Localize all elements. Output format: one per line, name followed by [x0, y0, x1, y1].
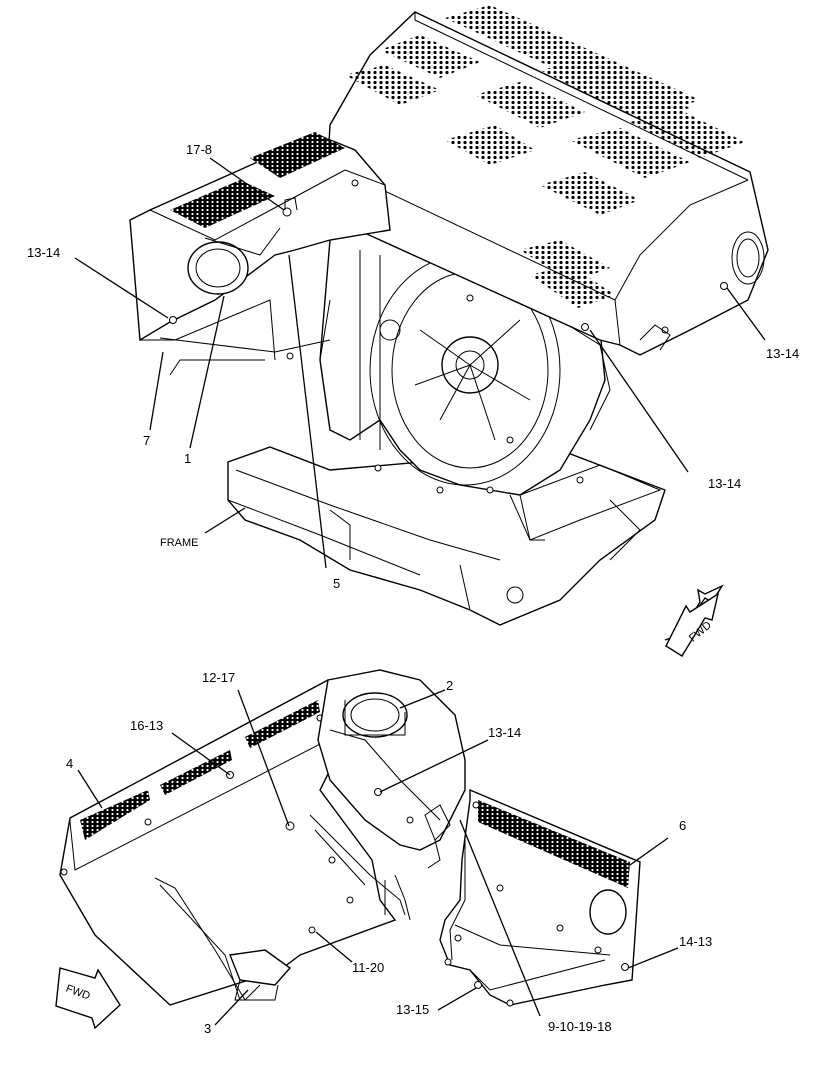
bottom-leaders — [77, 689, 679, 1026]
top-leaders — [74, 157, 766, 569]
callout-13-14-center: 13-14 — [708, 476, 741, 491]
callout-13-15: 13-15 — [396, 1002, 429, 1017]
intake-shroud — [129, 132, 391, 376]
callout-6: 6 — [679, 818, 686, 833]
top-assembly: FWD 17-8 13-14 13-14 13-14 7 1 5 FRAME — [27, 5, 799, 657]
callout-13-14-bottom: 13-14 — [488, 725, 521, 740]
callout-5: 5 — [333, 576, 340, 591]
callout-12-17: 12-17 — [202, 670, 235, 685]
callout-2: 2 — [446, 678, 453, 693]
callout-13-14-right: 13-14 — [766, 346, 799, 361]
callout-4: 4 — [66, 756, 73, 771]
callout-3: 3 — [204, 1021, 211, 1036]
panel-right — [439, 788, 641, 1007]
callout-13-14-left: 13-14 — [27, 245, 60, 260]
callout-14-13: 14-13 — [679, 934, 712, 949]
bottom-assembly: FWD 12-17 2 16-13 13-14 4 6 14-13 11-20 … — [55, 669, 712, 1036]
panel-left — [59, 679, 397, 1006]
frame-base — [227, 446, 666, 626]
hood-top — [324, 5, 769, 356]
fwd-arrow-icon: FWD — [55, 967, 121, 1030]
callout-frame: FRAME — [160, 537, 199, 549]
bracket-part-3 — [229, 814, 406, 1001]
fwd-arrow-icon: FWD — [664, 584, 724, 657]
callout-7: 7 — [143, 433, 150, 448]
center-duct — [317, 669, 466, 921]
callout-17-8: 17-8 — [186, 142, 212, 157]
callout-16-13: 16-13 — [130, 718, 163, 733]
callout-1: 1 — [184, 451, 191, 466]
callout-9-10-19-18: 9-10-19-18 — [548, 1019, 612, 1034]
callout-11-20: 11-20 — [352, 960, 384, 975]
